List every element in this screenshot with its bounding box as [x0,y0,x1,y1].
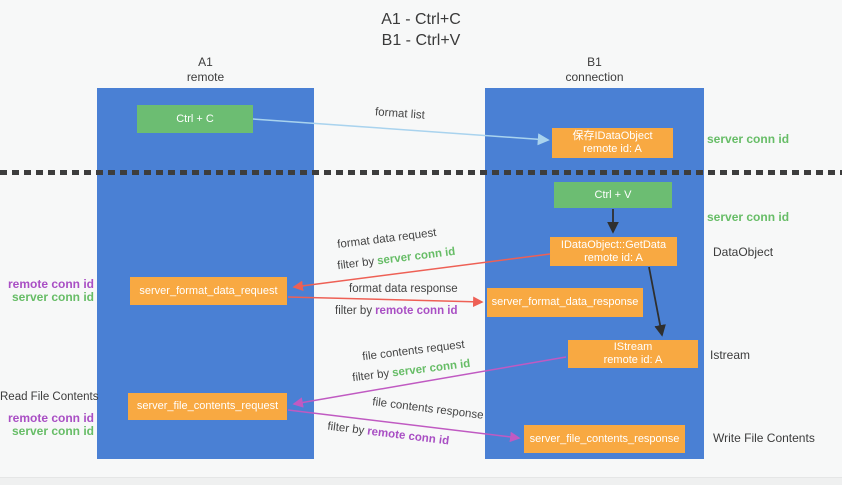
lane-right-id: B1 [587,55,602,69]
node-ctrl-v-label: Ctrl + V [594,188,632,201]
label-file-remote-conn-id: remote conn id [7,411,94,425]
remote-conn-id-text: remote conn id [366,425,450,448]
node-istream: IStream remote id: A [568,340,698,368]
lane-right-role: connection [565,70,624,84]
label-server-conn-id-top: server conn id [707,132,790,146]
flow-label-format-data-request: format data request [336,226,438,252]
flow-label-format-data-response: format data response [349,283,458,295]
node-save-idataobject-line1: 保存IDataObject [572,130,653,142]
node-format-response-label: server_format_data_response [491,296,639,308]
filter-by-text: filter by [351,367,390,385]
node-file-request-label: server_file_contents_request [136,400,279,412]
filter-by-text: filter by [326,420,365,438]
lane-left-role: remote [186,70,225,84]
label-server-conn-id-mid: server conn id [707,210,790,224]
filter-by-text: filter by [335,305,373,317]
lane-header-right: B1 connection [485,55,704,85]
node-save-idataobject-line2: remote id: A [583,143,642,155]
node-ctrl-v: Ctrl + V [554,182,672,208]
label-istream: Istream [710,348,751,362]
node-server-format-data-request: server_format_data_request [130,277,287,305]
node-format-request-label: server_format_data_request [139,284,278,297]
label-dataobject: DataObject [713,245,774,259]
node-ctrl-c: Ctrl + C [137,105,253,133]
node-server-file-contents-response: server_file_contents_response [524,425,685,453]
node-getdata-line2: remote id: A [584,251,643,264]
remote-conn-id-text: remote conn id [375,305,458,317]
node-istream-line2: remote id: A [603,354,663,366]
node-istream-line1: IStream [613,341,653,353]
session-divider-dotted-line [0,170,842,175]
server-conn-id-text: server conn id [391,357,471,380]
filter-by-text: filter by [336,255,375,273]
lane-header-left: A1 remote [97,55,314,85]
label-format-remote-conn-id: remote conn id [7,277,94,291]
window-bottom-strip [0,477,842,485]
label-read-file-contents: Read File Contents [0,391,99,403]
label-format-server-conn-id: server conn id [11,290,94,304]
flow-label-format-list: format list [374,106,426,122]
arrow-format-data-response [287,296,484,308]
flow-label-file-contents-response: file contents response [371,396,485,422]
title-line-2: B1 - Ctrl+V [381,32,461,49]
diagram-title: A1 - Ctrl+C B1 - Ctrl+V [0,9,842,51]
label-file-server-conn-id: server conn id [11,424,94,438]
node-file-response-label: server_file_contents_response [529,432,680,445]
lane-left-id: A1 [198,55,213,69]
server-conn-id-text: server conn id [376,245,456,268]
node-save-idataobject: 保存IDataObject remote id: A [552,128,673,158]
node-ctrl-c-label: Ctrl + C [176,112,214,125]
node-server-file-contents-request: server_file_contents_request [128,393,287,420]
label-write-file-contents: Write File Contents [713,431,815,445]
node-idataobject-getdata: IDataObject::GetData remote id: A [550,237,677,266]
title-line-1: A1 - Ctrl+C [381,11,461,28]
node-getdata-line1: IDataObject::GetData [560,238,667,251]
node-server-format-data-response: server_format_data_response [487,288,643,317]
